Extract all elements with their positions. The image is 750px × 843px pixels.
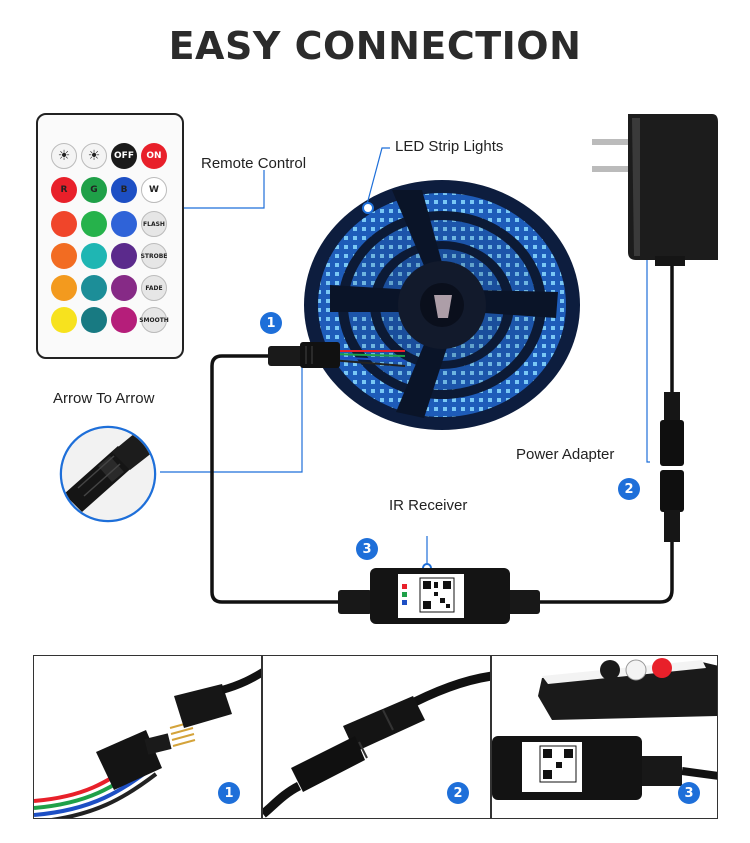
brightness-down-icon: ☀ (87, 148, 101, 164)
panel-badge-1: 1 (218, 782, 240, 804)
remote-color-button[interactable] (81, 275, 107, 301)
step-badge-3: 3 (356, 538, 378, 560)
remote-color-button[interactable] (51, 211, 77, 237)
arrow-to-arrow-zoom (59, 425, 157, 523)
remote-w-button[interactable]: W (141, 177, 167, 203)
remote-smooth-button[interactable]: SMOOTH (139, 307, 169, 333)
step-badge-1: 1 (260, 312, 282, 334)
brightness-up-icon: ☀ (57, 148, 71, 164)
remote-color-button[interactable] (111, 243, 137, 269)
remote-b-button[interactable]: B (111, 177, 137, 203)
power-adapter (592, 114, 718, 266)
remote-color-button[interactable] (81, 211, 107, 237)
label-ir-receiver: IR Receiver (389, 497, 468, 514)
step-badge-2: 2 (618, 478, 640, 500)
label-arrow-to-arrow: Arrow To Arrow (53, 390, 155, 407)
panel-step-2: 2 (262, 655, 491, 819)
remote-color-button[interactable] (81, 307, 107, 333)
remote-color-button[interactable] (81, 243, 107, 269)
brightness-up-button[interactable]: ☀ (51, 143, 77, 169)
remote-off-button[interactable]: OFF (111, 143, 137, 169)
remote-color-button[interactable] (111, 275, 137, 301)
remote-color-button[interactable] (111, 211, 137, 237)
dc-barrel-connector (660, 392, 684, 542)
remote-on-button[interactable]: ON (141, 143, 167, 169)
qr-code-icon (419, 577, 455, 613)
connection-diagram (160, 114, 718, 624)
remote-flash-button[interactable]: FLASH (141, 211, 167, 237)
rgb-ribbon (329, 350, 406, 367)
remote-color-button[interactable] (51, 307, 77, 333)
callout-dot-strip (362, 202, 374, 214)
remote-color-button[interactable] (51, 243, 77, 269)
label-remote-control: Remote Control (201, 155, 307, 172)
controller-cable-right (530, 540, 674, 604)
led-strip-reel (304, 180, 580, 430)
page-title: EASY CONNECTION (168, 24, 582, 68)
panel-badge-2: 2 (447, 782, 469, 804)
panel-step-3: 3 (491, 655, 718, 819)
remote-r-button[interactable]: R (51, 177, 77, 203)
remote-color-button[interactable] (51, 275, 77, 301)
remote-strobe-button[interactable]: STROBE (141, 243, 167, 269)
label-led-strip-lights: LED Strip Lights (395, 138, 504, 155)
remote-color-button[interactable] (111, 307, 137, 333)
callout-lines (160, 147, 650, 565)
controller-cable-left (210, 354, 345, 604)
panel-badge-3: 3 (678, 782, 700, 804)
label-power-adapter: Power Adapter (516, 446, 615, 463)
ir-receiver-controller (338, 568, 540, 624)
strip-connector (268, 342, 340, 368)
brightness-down-button[interactable]: ☀ (81, 143, 107, 169)
panel-step-1: 1 (33, 655, 262, 819)
remote-fade-button[interactable]: FADE (141, 275, 167, 301)
remote-g-button[interactable]: G (81, 177, 107, 203)
